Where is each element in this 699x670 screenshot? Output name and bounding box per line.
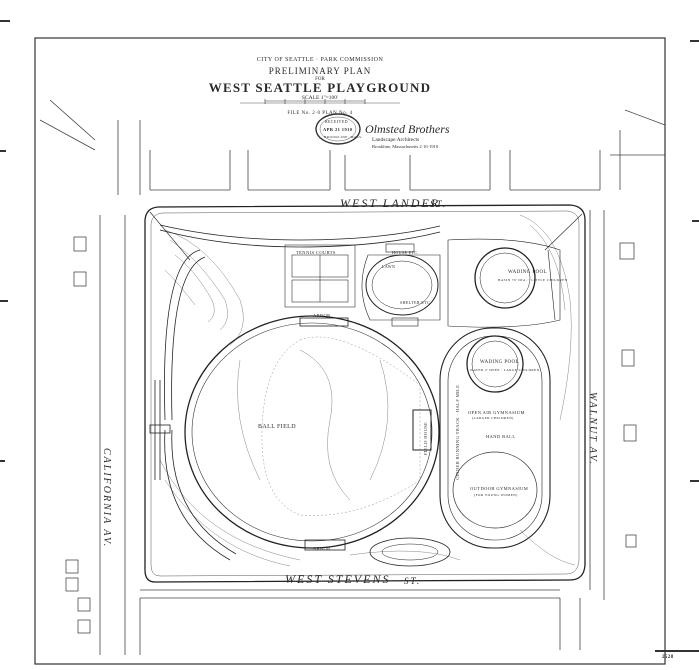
stamp-line-3: BROOKLINE, MASS. [324, 135, 363, 139]
houses-west [65, 236, 91, 634]
stamp-line-1: RECEIVED [325, 119, 348, 124]
label-tennis-courts: TENNIS COURTS [296, 250, 336, 255]
park-boundary [144, 204, 586, 583]
label-lawn: LAWN [382, 264, 396, 269]
plan-kind: PRELIMINARY PLAN [268, 66, 372, 76]
wading-pool-2 [466, 335, 524, 393]
scale-bar [264, 99, 366, 104]
drive [149, 211, 583, 561]
tennis-courts [284, 244, 356, 308]
street-east: WALNUT AV. [587, 392, 598, 466]
label-wading-pool-2: WADING POOL [480, 360, 519, 365]
stamp-date: APR 21 1910 [323, 127, 353, 132]
street-south: WEST STEVENS [285, 572, 391, 586]
sheet-border [34, 37, 666, 665]
street-grid [39, 99, 666, 655]
plan-name: WEST SEATTLE PLAYGROUND [208, 80, 432, 95]
label-house-1: HOUSE ETC. [392, 250, 419, 255]
file-number: FILE No. 2·0 PLAN No. 4 [287, 111, 353, 116]
small-track [361, 243, 441, 327]
label-wading-pool-2-sub: WATER 2' DEEP · LARGE CHILDREN [470, 368, 540, 372]
commission-title: CITY OF SEATTLE · PARK COMMISSION [256, 57, 384, 63]
label-ball-field: BALL FIELD [258, 424, 296, 430]
edge-marks [0, 20, 699, 652]
contours [159, 214, 576, 567]
label-field-house: FIELD HOUSE [423, 421, 428, 455]
houses-east [619, 242, 637, 548]
label-outdoor-gym-sub: (FOR YOUNG WOMEN) [474, 493, 518, 497]
label-open-air-gym-sub: (LARGER CHILDREN) [472, 416, 514, 420]
label-arbor-north: ARBOR [313, 313, 331, 318]
field-house [412, 409, 432, 451]
firm-address: Brookline, Massachusetts 2·10·1910 [372, 144, 439, 149]
ball-field [184, 315, 440, 549]
street-north-suffix: ST. [430, 199, 448, 209]
sheet-mark: 2528 [662, 655, 674, 660]
wading-pool-1 [447, 238, 561, 328]
street-north: WEST LANDER [340, 196, 441, 210]
signature: Olmsted Brothers [365, 122, 450, 136]
label-running-track: CINDER RUNNING TRACK · HALF MILE [455, 384, 460, 480]
label-wading-pool-1-sub: BASIN 70' DIA. · LITTLE CHILDREN [498, 278, 568, 282]
scale-label: SCALE 1"=100' [301, 95, 339, 101]
received-stamp [315, 113, 361, 145]
street-south-suffix: ST. [404, 576, 422, 586]
label-open-air-gym: OPEN AIR GYMNASIUM [468, 410, 525, 415]
label-wading-pool-1: WADING POOL [508, 270, 547, 275]
label-handball: HAND BALL [486, 434, 516, 439]
firm-name: Landscape Architects [372, 137, 420, 143]
street-west: CALIFORNIA AV. [101, 448, 112, 549]
label-outdoor-gym: OUTDOOR GYMNASIUM [470, 486, 529, 491]
label-arbor-south: ARBOR [313, 546, 331, 551]
outdoor-gym [452, 451, 538, 529]
for-word: FOR [315, 77, 325, 82]
west-entrance [149, 380, 171, 480]
arbor-north [299, 317, 349, 327]
south-area [304, 537, 451, 567]
label-house-2: SHELTER ETC. [400, 300, 432, 305]
